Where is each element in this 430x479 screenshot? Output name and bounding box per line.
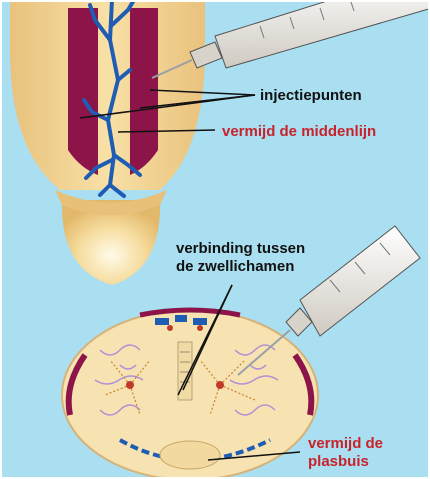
label-injection-points: injectiepunten bbox=[260, 87, 362, 104]
label-avoid-urethra-line1: vermijd de bbox=[308, 435, 383, 452]
corpus-cavernosum-right bbox=[130, 8, 158, 175]
label-connection-line2: de zwellichamen bbox=[176, 258, 294, 275]
label-connection-line1: verbinding tussen bbox=[176, 240, 305, 257]
label-avoid-urethra-line2: plasbuis bbox=[308, 453, 369, 470]
corpus-cavernosum-left bbox=[68, 8, 98, 175]
label-avoid-midline: vermijd de middenlijn bbox=[222, 123, 376, 140]
